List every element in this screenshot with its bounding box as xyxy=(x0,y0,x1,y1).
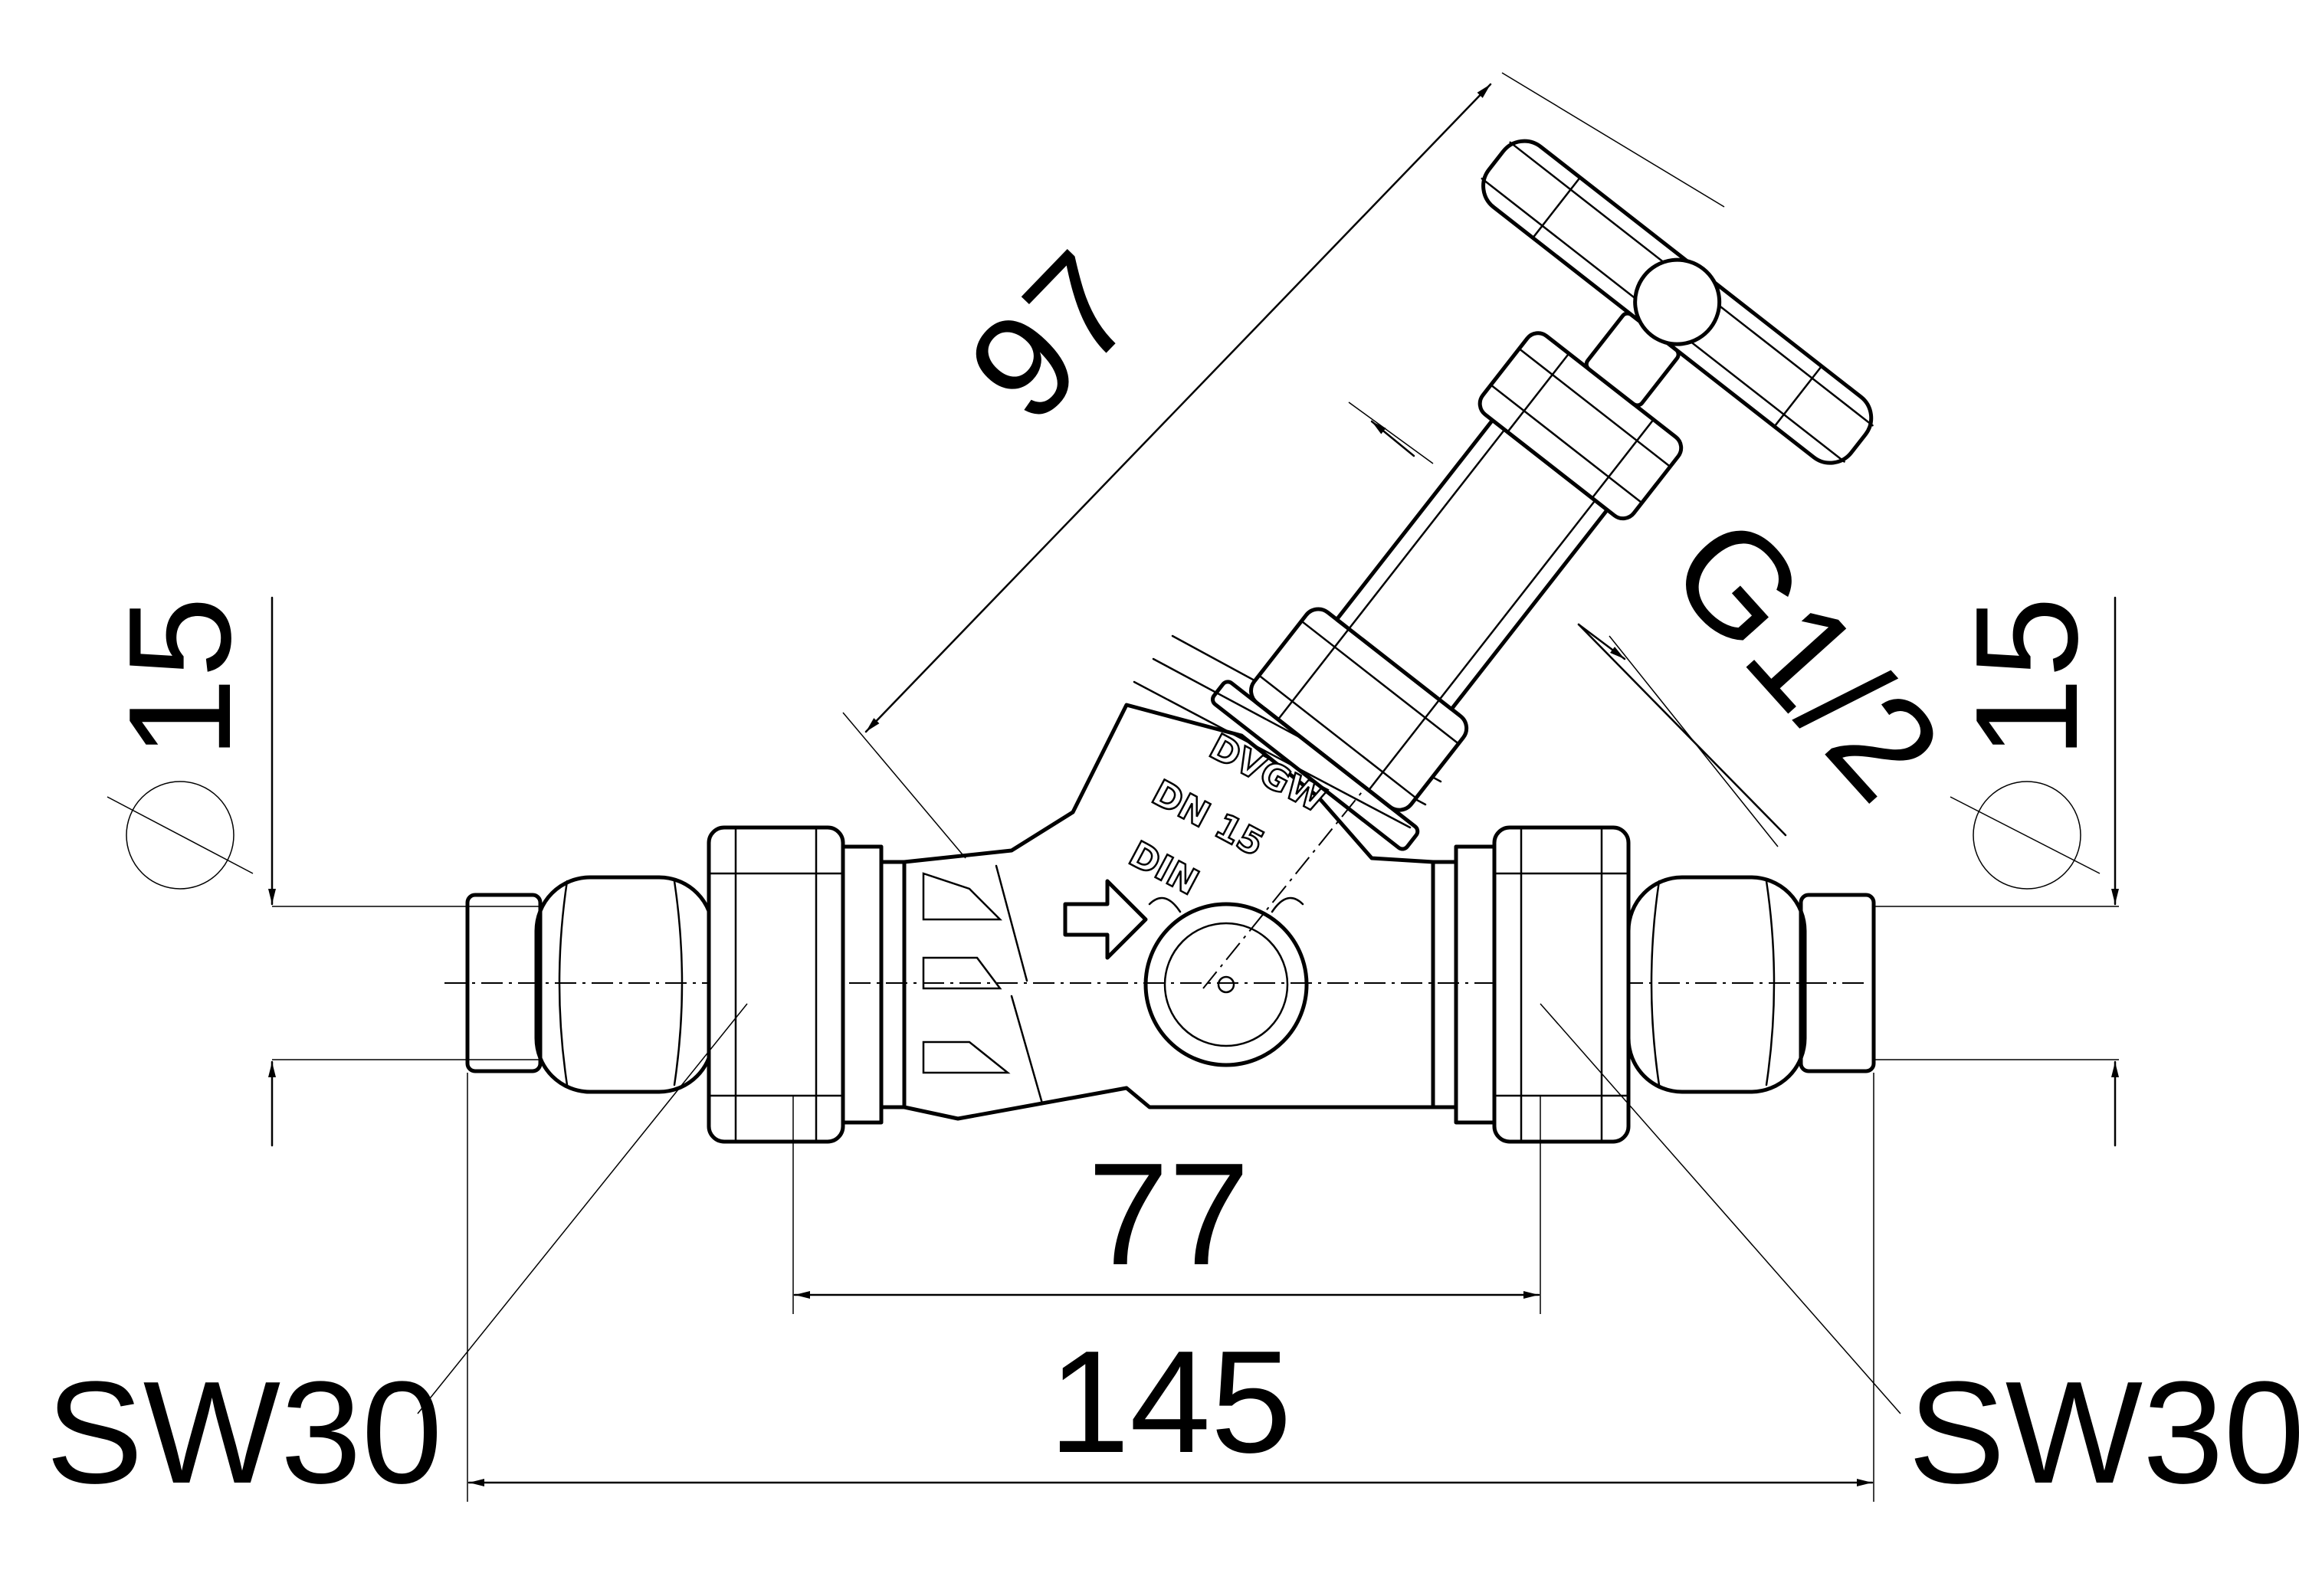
flow-direction-arrow xyxy=(1063,879,1148,960)
right-pipe-connector xyxy=(1431,825,1876,1144)
handwheel-hub xyxy=(1633,257,1722,346)
wrench-size-right: SW30 xyxy=(1908,1352,2299,1514)
dim-overall-length: 145 xyxy=(1048,1321,1291,1483)
left-union-nut xyxy=(707,825,845,1144)
right-union-nut xyxy=(1492,825,1631,1144)
diameter-symbol-right xyxy=(1950,781,2101,890)
dim-pipe-diameter-right: 15 xyxy=(1946,597,2108,759)
diameter-symbol-left xyxy=(107,781,254,890)
dim-nut-distance: 77 xyxy=(1087,1133,1249,1296)
dim-thread-size: G1/2 xyxy=(1640,487,1972,831)
dim-pipe-diameter-left: 15 xyxy=(99,597,261,759)
dim-line-height xyxy=(864,83,1492,733)
wrench-size-left: SW30 xyxy=(46,1352,442,1514)
dim-handwheel-length: 97 xyxy=(938,222,1167,451)
inspection-port xyxy=(1143,902,1309,1067)
marking-standard: DIN xyxy=(1123,833,1205,903)
left-pipe-connector xyxy=(465,825,907,1144)
